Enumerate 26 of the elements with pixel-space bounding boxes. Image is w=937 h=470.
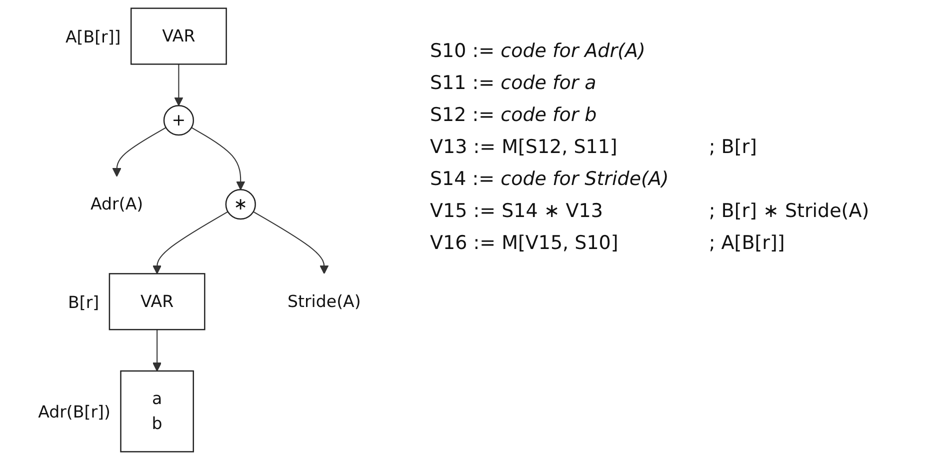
code-line: V13 := M[S12, S11] (430, 136, 618, 158)
code-line: S14 := code for Stride(A) (430, 168, 669, 190)
arrow (174, 64, 184, 106)
arrow (191, 127, 246, 190)
node-caption: B[r] (68, 292, 100, 312)
node-circle: ∗ (225, 189, 256, 220)
code-line: ; A[B[r]] (708, 232, 786, 254)
node-text: Stride(A) (287, 291, 361, 311)
node-caption: Adr(B[r]) (38, 402, 110, 422)
code-line: S11 := code for a (430, 72, 598, 94)
node-box: VAR (130, 8, 227, 65)
code-line: ; B[r] ∗ Stride(A) (708, 200, 870, 222)
node-circle: + (163, 104, 194, 136)
arrow (253, 211, 329, 274)
code-line: V16 := M[V15, S10] (430, 232, 620, 254)
code-line: S10 := code for Adr(A) (430, 40, 646, 62)
node-caption: A[B[r]] (65, 27, 121, 46)
code-line: V15 := S14 ∗ V13 (430, 200, 604, 222)
arrow (152, 330, 162, 372)
node-box: a b (120, 370, 194, 452)
code-line: S12 := code for b (430, 104, 598, 126)
code-line: ; B[r] (708, 136, 758, 158)
arrow (112, 127, 166, 177)
node-text: Adr(A) (90, 194, 144, 214)
arrow (152, 211, 228, 274)
node-box: VAR (108, 273, 206, 330)
